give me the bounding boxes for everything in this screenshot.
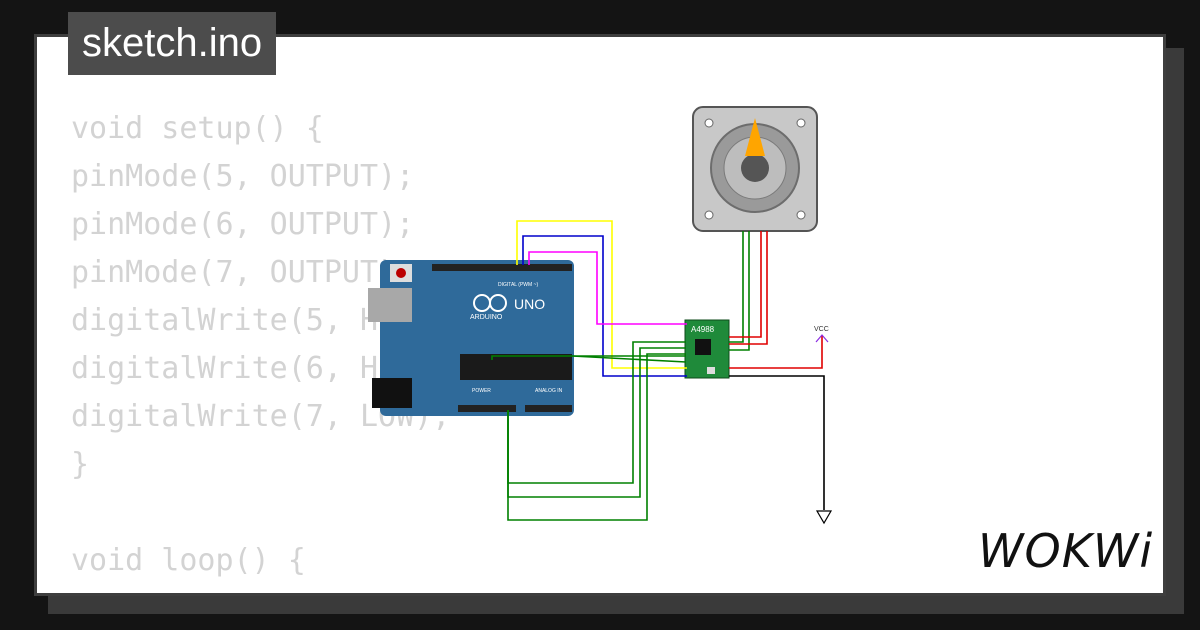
analog-header [525, 405, 572, 412]
driver-label: A4988 [691, 325, 715, 334]
code-line: digitalWrite(7, HIGH); [71, 585, 468, 593]
code-line: pinMode(5, OUTPUT); [71, 159, 415, 194]
code-line: pinMode(6, OUTPUT); [71, 207, 415, 242]
microcontroller-chip [460, 354, 572, 380]
digital-label: DIGITAL (PWM ~) [498, 282, 538, 288]
arduino-uno-board[interactable]: UNO ARDUINO DIGITAL (PWM ~) POWER ANALOG… [368, 260, 574, 416]
code-line: void loop() { [71, 543, 306, 578]
board-brand: ARDUINO [470, 314, 503, 321]
usb-port [368, 288, 412, 322]
ground-icon [815, 510, 833, 525]
power-jack [372, 378, 412, 408]
power-header [458, 405, 516, 412]
code-line: digitalWrite(7, LOW); [71, 399, 451, 434]
board-name: UNO [514, 296, 545, 312]
wokwi-logo: WOKWi [978, 524, 1154, 578]
reset-button[interactable] [396, 268, 406, 278]
vcc-label: VCC [814, 326, 829, 333]
file-tab[interactable]: sketch.ino [68, 12, 277, 75]
code-line: void setup() { [71, 111, 324, 146]
code-line: } [71, 447, 90, 482]
analog-label: ANALOG IN [535, 388, 563, 394]
a4988-driver[interactable]: A4988 [684, 319, 730, 379]
stepper-motor[interactable] [692, 106, 818, 232]
digital-header [432, 264, 572, 271]
motor-pointer-icon [745, 118, 765, 156]
wires [491, 220, 825, 521]
vcc-symbol: VCC [814, 326, 829, 343]
power-label: POWER [472, 388, 491, 394]
preview-card: void setup() { pinMode(5, OUTPUT); pinMode… [34, 34, 1166, 596]
